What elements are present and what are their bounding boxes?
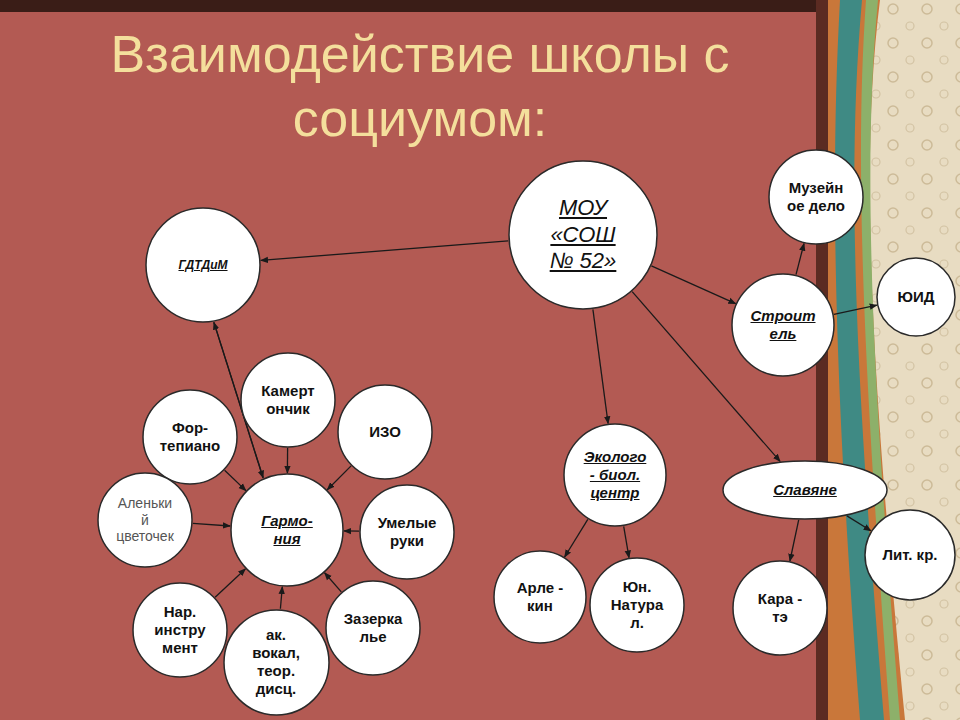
circle-node: Камертончик bbox=[240, 352, 336, 448]
arrow-connector bbox=[796, 244, 804, 275]
node-text-group: Гармо-ния bbox=[250, 512, 324, 548]
circle-node: МОУ «СОШ № 52» bbox=[508, 160, 658, 310]
slide-title: Взаимодействие школы с социумом: bbox=[40, 22, 800, 150]
arrow-connector bbox=[225, 470, 246, 490]
node-label: Зазеркалье bbox=[342, 610, 404, 646]
arrow-connector bbox=[261, 241, 508, 261]
circle-node: Лит. кр. bbox=[864, 509, 956, 601]
circle-node: Арле - кин bbox=[493, 550, 587, 644]
node-text-group: Камертончик bbox=[257, 382, 319, 418]
arrow-connector bbox=[847, 516, 871, 531]
circle-node: Зазеркалье bbox=[325, 580, 421, 676]
node-label: ЮИД bbox=[898, 288, 935, 306]
node-text-group: Лит. кр. bbox=[883, 546, 938, 564]
node-text-group: ЮИД bbox=[898, 288, 935, 306]
node-label: Эколого - биол. центр bbox=[581, 448, 649, 502]
node-label: Славяне bbox=[773, 481, 837, 499]
arrow-connector bbox=[280, 587, 282, 609]
arrow-connector bbox=[327, 466, 351, 490]
node-text-group: ИЗО bbox=[369, 423, 401, 441]
node-label: ак. вокал, теор. дисц. bbox=[244, 626, 309, 698]
node-label: Аленький цветочек bbox=[114, 495, 176, 545]
arrow-connector bbox=[834, 305, 877, 314]
circle-node: Эколого - биол. центр bbox=[563, 423, 667, 527]
node-label: Лит. кр. bbox=[883, 546, 938, 564]
node-text-group: Фор-тепиано bbox=[159, 419, 221, 455]
node-label: Нар. инструмент bbox=[149, 603, 211, 657]
node-text-group: Строитель bbox=[749, 307, 817, 343]
arrow-connector bbox=[344, 530, 359, 532]
node-text-group: Эколого - биол. центр bbox=[581, 448, 649, 502]
circle-node: Строитель bbox=[731, 273, 835, 377]
node-label: Юн. Натурал. bbox=[606, 578, 668, 632]
node-label: Арле - кин bbox=[510, 579, 571, 615]
node-label: Гармо-ния bbox=[250, 512, 324, 548]
arrow-connector bbox=[651, 266, 735, 304]
arrow-connector bbox=[193, 523, 230, 526]
circle-node: Умелые руки bbox=[359, 484, 455, 580]
node-text-group: Аленький цветочек bbox=[114, 495, 176, 545]
node-label: Строитель bbox=[749, 307, 817, 343]
node-text-group: Нар. инструмент bbox=[149, 603, 211, 657]
arrow-connector bbox=[215, 569, 245, 597]
node-label: ИЗО bbox=[369, 423, 401, 441]
circle-node: Гармо-ния bbox=[230, 473, 344, 587]
arrow-connector bbox=[325, 573, 342, 592]
node-text-group: Арле - кин bbox=[510, 579, 571, 615]
circle-node: Фор-тепиано bbox=[142, 389, 238, 485]
arrow-connector bbox=[593, 309, 608, 423]
circle-node: Нар. инструмент bbox=[132, 582, 228, 678]
circle-node: Музейное дело bbox=[768, 149, 864, 245]
circle-node: ЮИД bbox=[876, 257, 956, 337]
node-label: Фор-тепиано bbox=[159, 419, 221, 455]
node-text-group: ГДТДиМ bbox=[178, 258, 227, 272]
circle-node: ак. вокал, теор. дисц. bbox=[223, 609, 330, 716]
node-text-group: Кара - тэ bbox=[749, 590, 811, 626]
ellipse-node: Славяне bbox=[722, 460, 888, 520]
node-text-group: Умелые руки bbox=[376, 514, 438, 550]
node-text-group: МОУ «СОШ № 52» bbox=[538, 195, 628, 274]
arrow-connector bbox=[287, 448, 289, 473]
node-label: Кара - тэ bbox=[749, 590, 811, 626]
arrow-connector bbox=[565, 519, 588, 557]
node-text-group: Зазеркалье bbox=[342, 610, 404, 646]
node-text-group: ак. вокал, теор. дисц. bbox=[244, 626, 309, 698]
node-text-group: Юн. Натурал. bbox=[606, 578, 668, 632]
circle-node: Кара - тэ bbox=[732, 560, 828, 656]
node-text-group: Славяне bbox=[773, 481, 837, 499]
circle-node: ГДТДиМ bbox=[145, 207, 261, 323]
circle-node: Юн. Натурал. bbox=[589, 557, 685, 653]
node-label: Камертончик bbox=[257, 382, 319, 418]
node-label: ГДТДиМ bbox=[178, 258, 227, 272]
circle-node: ИЗО bbox=[337, 384, 433, 480]
node-text-group: Музейное дело bbox=[785, 179, 847, 215]
node-label: МОУ «СОШ № 52» bbox=[538, 195, 628, 274]
circle-node: Аленький цветочек bbox=[97, 472, 193, 568]
node-label: Музейное дело bbox=[785, 179, 847, 215]
arrow-connector bbox=[624, 526, 629, 557]
node-label: Умелые руки bbox=[376, 514, 438, 550]
arrow-connector bbox=[790, 520, 799, 561]
